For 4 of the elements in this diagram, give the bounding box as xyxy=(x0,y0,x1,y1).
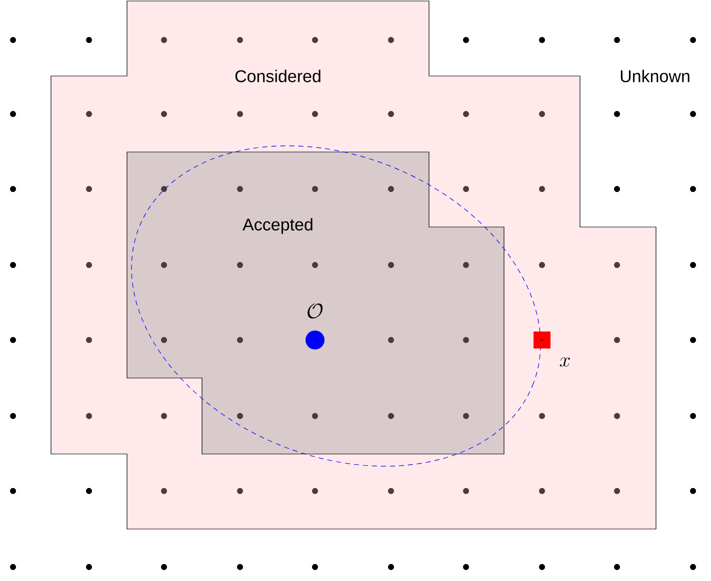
query-point: $x$ xyxy=(534,332,550,348)
origin-point: $x$ xyxy=(306,330,324,350)
point-label: $\mathcal{O}$ xyxy=(308,303,323,319)
point-label: $x$ xyxy=(560,357,570,367)
